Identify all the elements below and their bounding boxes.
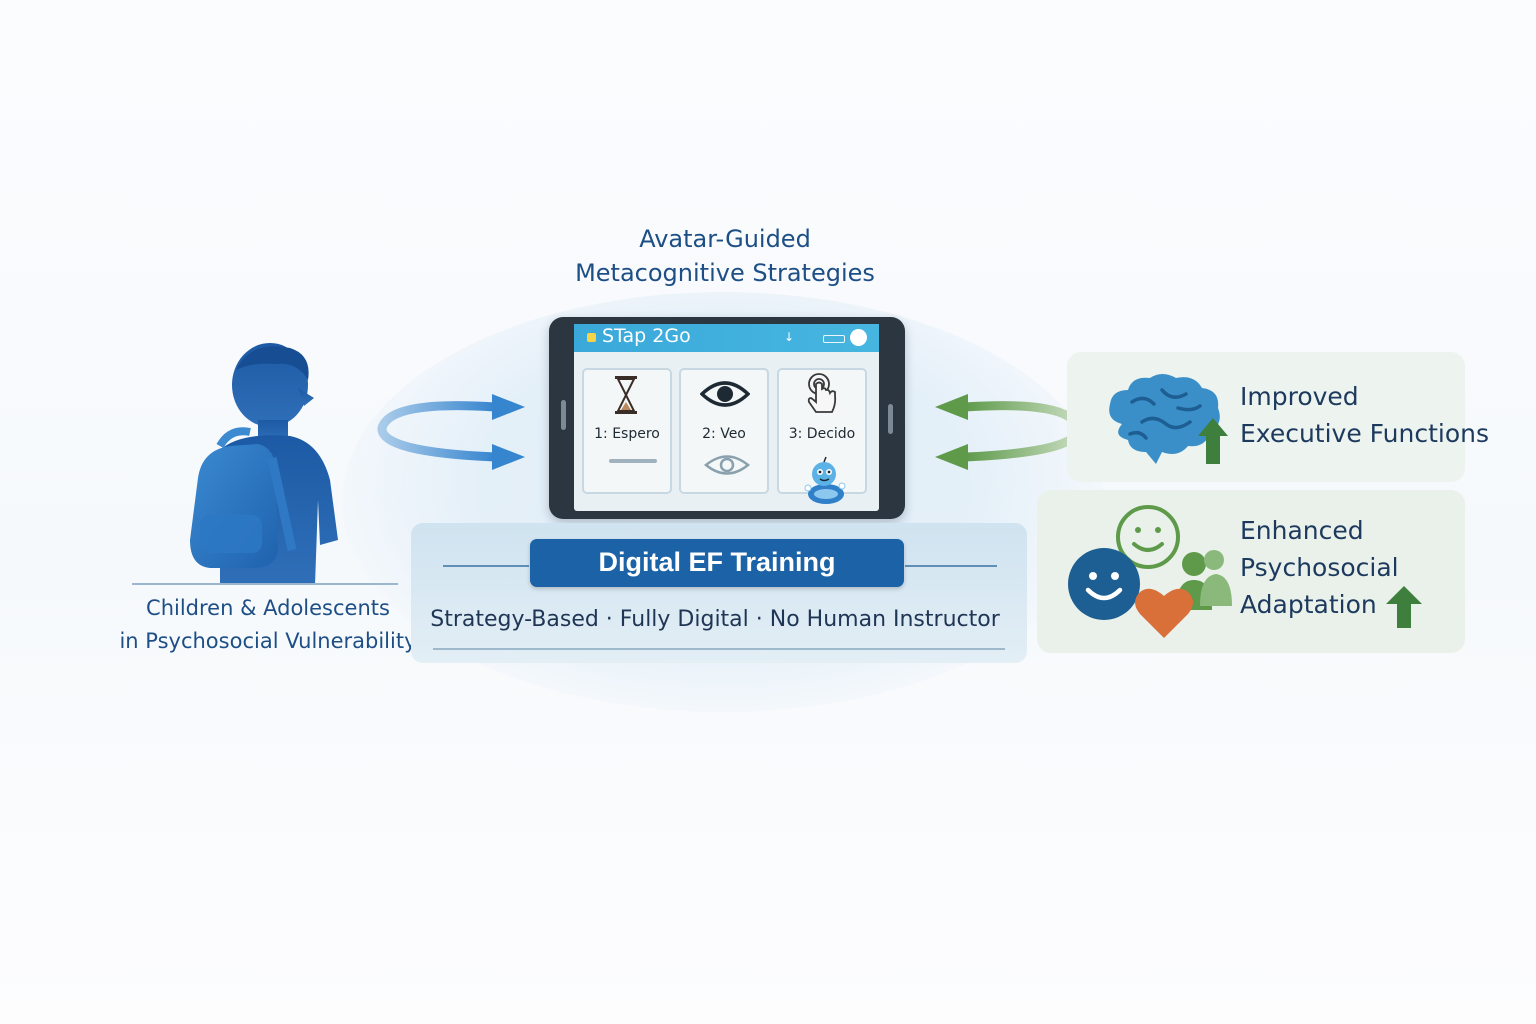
panel-bottom-line (433, 648, 1005, 650)
header-line-2: Metacognitive Strategies (575, 259, 875, 287)
up-arrow-icon (1386, 586, 1422, 628)
eye-outline-icon (704, 455, 750, 475)
tablet-side-button (888, 404, 893, 434)
download-icon[interactable]: ↓ (784, 330, 795, 344)
blue-cycle-arrows-icon (377, 394, 525, 470)
panel-divider (443, 565, 529, 567)
avatar-mascot-icon (804, 456, 846, 504)
training-subtitle: Strategy-Based · Fully Digital · No Huma… (430, 607, 1000, 632)
profile-button[interactable] (850, 329, 867, 346)
app-logo-icon (587, 333, 596, 342)
card-label-decido: 3: Decido (788, 426, 856, 442)
hand-tap-icon (807, 373, 837, 413)
child-silhouette-icon (190, 343, 338, 585)
tablet-side-button (561, 400, 566, 430)
panel-divider (905, 565, 997, 567)
app-header-bar (574, 324, 879, 352)
card-label-espero: 1: Espero (594, 426, 660, 442)
outcome-2-line-3: Adaptation (1240, 590, 1377, 619)
participant-line-1: Children & Adolescents (146, 596, 390, 620)
outcome-2-line-2: Psychosocial (1240, 553, 1399, 582)
hourglass-icon (615, 376, 637, 414)
outcome-2-line-1: Enhanced (1240, 516, 1364, 545)
participant-divider (132, 583, 398, 585)
outcome-text-psychosocial: Enhanced Psychosocial Adaptation (1240, 512, 1399, 623)
outcome-1-line-1: Improved (1240, 382, 1359, 411)
people-emotion-icon (1068, 505, 1232, 638)
strategy-card-espero[interactable] (582, 368, 672, 494)
green-cycle-arrows-icon (935, 394, 1083, 470)
eye-icon (700, 381, 750, 407)
participant-label: Children & Adolescents in Psychosocial V… (118, 592, 418, 658)
app-title: STap 2Go (602, 325, 691, 347)
header-line-1: Avatar-Guided (639, 225, 811, 253)
diagram-header: Avatar-Guided Metacognitive Strategies (520, 222, 930, 290)
outcome-1-line-2: Executive Functions (1240, 419, 1490, 448)
card-label-veo: 2: Veo (702, 426, 746, 442)
outcome-text-executive: Improved Executive Functions (1240, 378, 1489, 452)
battery-icon (823, 335, 845, 343)
brain-icon (1109, 374, 1228, 464)
training-badge: Digital EF Training (530, 539, 904, 587)
participant-line-2: in Psychosocial Vulnerability (119, 629, 417, 653)
progress-line (609, 459, 657, 463)
